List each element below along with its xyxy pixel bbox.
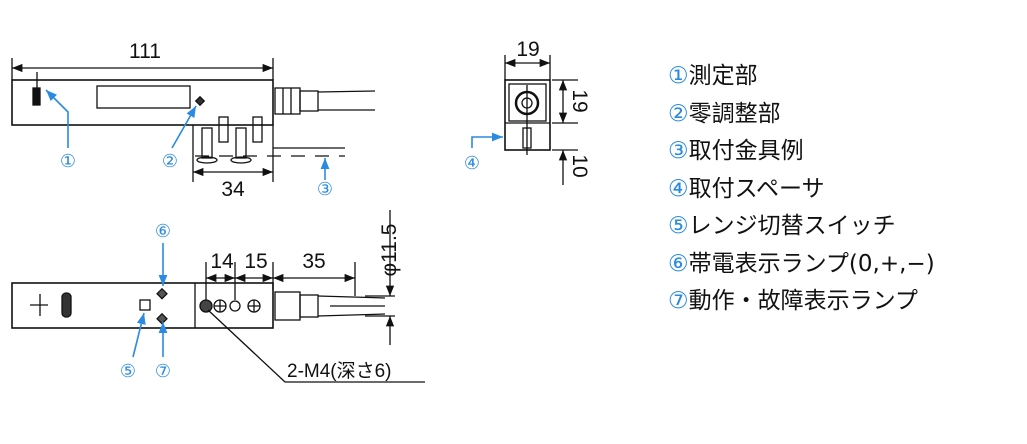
dim-length: 111: [129, 40, 161, 63]
callout-3: ③: [317, 179, 333, 200]
callout-leaders: [45, 89, 503, 358]
callout-6: ⑥: [155, 221, 171, 242]
bottom-view: [11, 210, 425, 383]
dim-cable-diameter: φ11.5: [378, 224, 401, 277]
legend-item: ③取付金具例: [668, 138, 804, 164]
legend-item: ⑥帯電表示ランプ(0,+,−): [668, 250, 935, 277]
legend-item: ④取付スペーサ: [668, 175, 825, 202]
dim-side-height: 19: [568, 89, 591, 112]
thread-leader: [207, 309, 425, 383]
dim-bracket: 34: [221, 178, 245, 201]
dim-pitch-1: 14: [210, 250, 234, 273]
legend-item: ⑤レンジ切替スイッチ: [668, 213, 896, 239]
bracket-screws: [196, 116, 263, 164]
legend-item: ⑦動作・故障表示ランプ: [668, 288, 918, 314]
dim-pitch-2: 15: [244, 250, 267, 273]
legend-item: ①測定部: [668, 63, 758, 89]
dim-side-width: 19: [516, 38, 539, 61]
callout-2: ②: [162, 151, 178, 172]
legend-item: ②零調整部: [668, 100, 781, 127]
callout-4: ④: [464, 153, 480, 174]
dim-spacer: 10: [568, 154, 591, 177]
legend: ①測定部 ②零調整部 ③取付金具例 ④取付スペーサ ⑤レンジ切替スイッチ ⑥帯電…: [668, 58, 935, 321]
callout-1: ①: [60, 151, 76, 172]
side-view: [504, 55, 578, 185]
dim-cable-length: 35: [302, 250, 325, 273]
thread-note: 2-M4(深さ6): [287, 360, 392, 382]
callout-5: ⑤: [120, 361, 136, 382]
callout-7: ⑦: [155, 361, 171, 382]
top-view: [11, 58, 376, 182]
